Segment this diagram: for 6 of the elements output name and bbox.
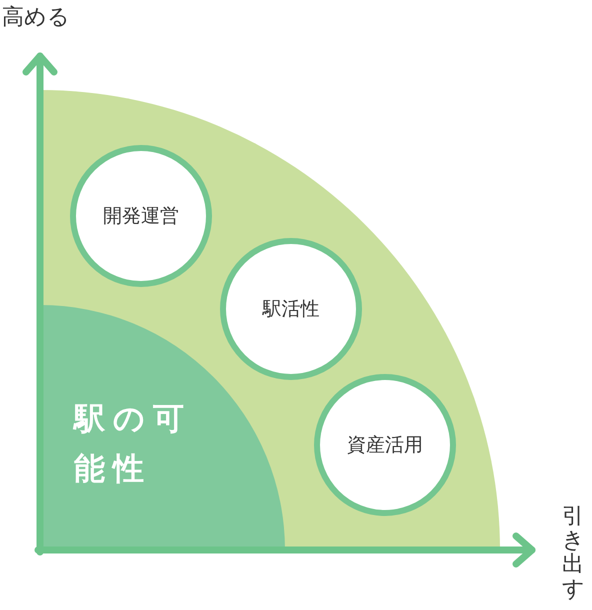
node-label: 開発運営 [102, 204, 180, 229]
axis-label: 高める [2, 4, 70, 32]
node-label: 駅の可能性 [74, 400, 193, 489]
node-label: 駅活性 [261, 296, 320, 322]
axis-label: 引き出す [562, 505, 585, 602]
node-label: 資産活用 [346, 432, 424, 458]
